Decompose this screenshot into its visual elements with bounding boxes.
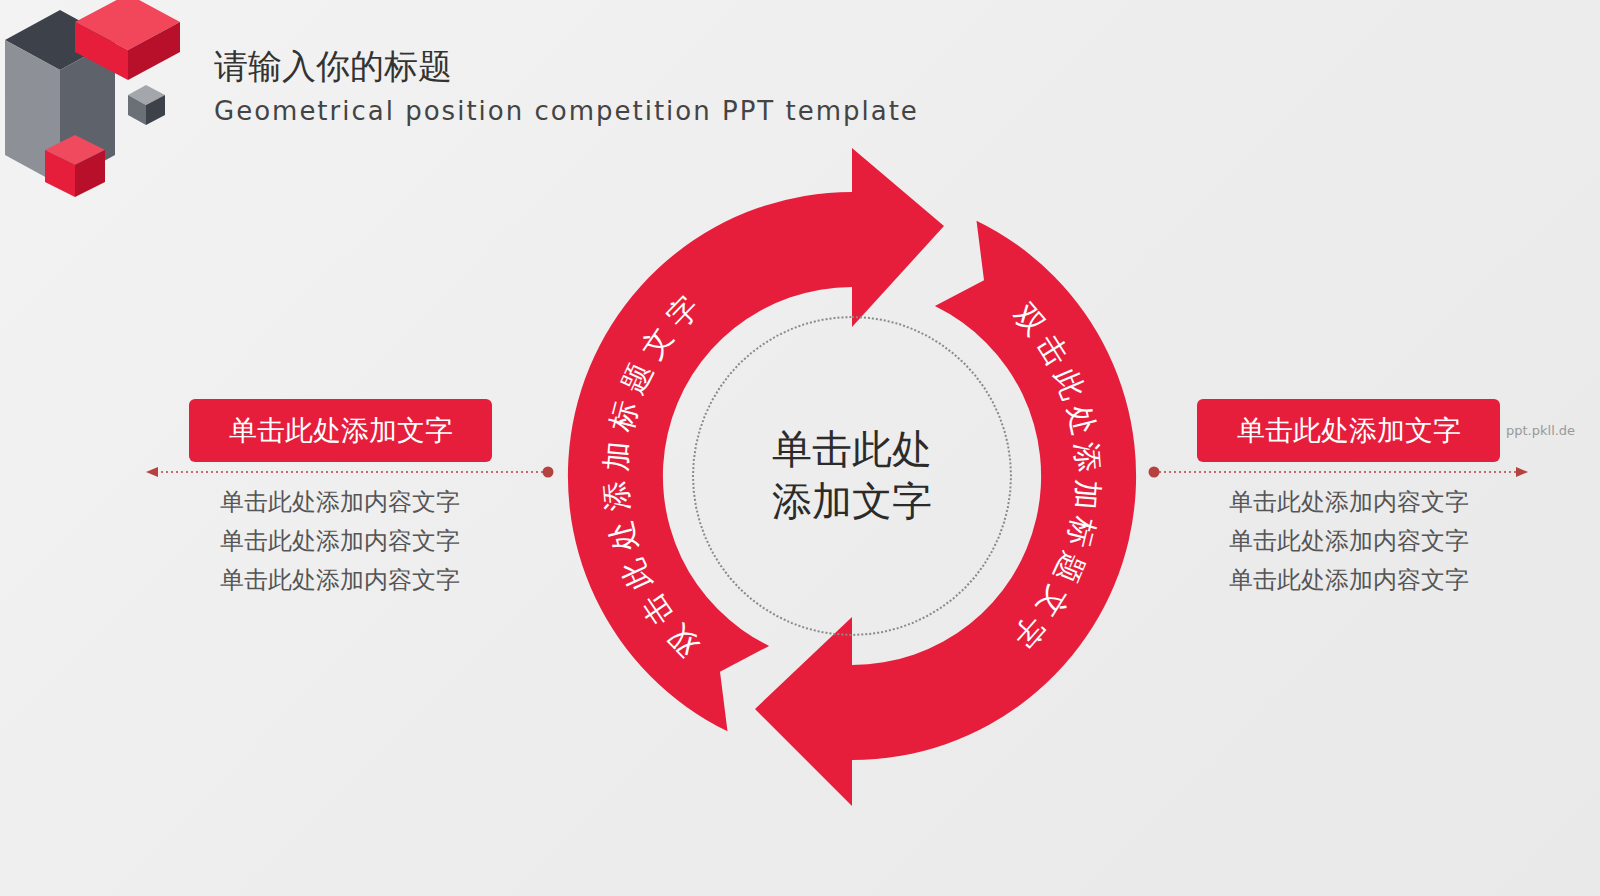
arc-character: 处	[1063, 402, 1099, 438]
body-line: 单击此处添加内容文字	[1229, 564, 1469, 596]
cycle-arrow: 双击此处添加标题文字	[512, 136, 1192, 816]
arrow-shape	[512, 136, 1192, 816]
box-text: 单击此处添加文字	[229, 412, 453, 450]
arc-text: 双击此处添加标题文字	[512, 136, 1192, 816]
body-line: 单击此处添加内容文字	[220, 525, 460, 557]
subtitle: Geometrical position competition PPT tem…	[214, 96, 919, 126]
arc-character: 字	[1008, 611, 1050, 653]
arrow-shape	[512, 136, 1192, 816]
leader-line	[1149, 467, 1529, 478]
arc-character: 击	[1031, 330, 1072, 371]
arc-character: 标	[605, 398, 642, 435]
watermark: ppt.pkll.de	[1506, 423, 1575, 438]
cycle-arrow: 双击此处添加标题文字	[512, 136, 1192, 816]
arc-character: 此	[1050, 364, 1089, 403]
arc-character: 文	[1031, 581, 1072, 622]
arc-text: 双击此处添加标题文字	[512, 136, 1192, 816]
body-line: 单击此处添加内容文字	[220, 486, 460, 518]
body-line: 单击此处添加内容文字	[1229, 525, 1469, 557]
arc-character: 字	[661, 291, 703, 333]
arc-character: 双	[1008, 299, 1050, 341]
arc-character: 加	[1071, 479, 1103, 511]
leader-line	[146, 467, 554, 478]
curved-arrow	[755, 221, 1136, 806]
slide-title: 请输入你的标题	[214, 44, 452, 90]
arc-character: 标	[1063, 514, 1099, 550]
box-text: 单击此处添加文字	[1237, 412, 1461, 450]
arc-character: 此	[617, 554, 657, 594]
arc-character: 题	[1050, 549, 1089, 588]
body-line: 单击此处添加内容文字	[1229, 486, 1469, 518]
arc-character: 加	[601, 440, 633, 472]
arc-character: 添	[601, 480, 633, 512]
title-box: 单击此处添加文字	[1197, 399, 1500, 462]
center-circle: 单击此处 添加文字	[692, 316, 1012, 636]
curved-arrow	[568, 148, 944, 731]
arc-character: 击	[636, 588, 678, 630]
arc-character: 题	[617, 358, 657, 398]
arc-character: 双	[661, 619, 703, 661]
cube-decoration	[5, 0, 180, 197]
center-text: 单击此处 添加文字	[766, 424, 938, 528]
arc-character: 添	[1071, 441, 1103, 473]
body-line: 单击此处添加内容文字	[220, 564, 460, 596]
title-box: 单击此处添加文字	[189, 399, 492, 462]
arc-character: 文	[636, 322, 678, 364]
arc-character: 处	[605, 518, 642, 555]
